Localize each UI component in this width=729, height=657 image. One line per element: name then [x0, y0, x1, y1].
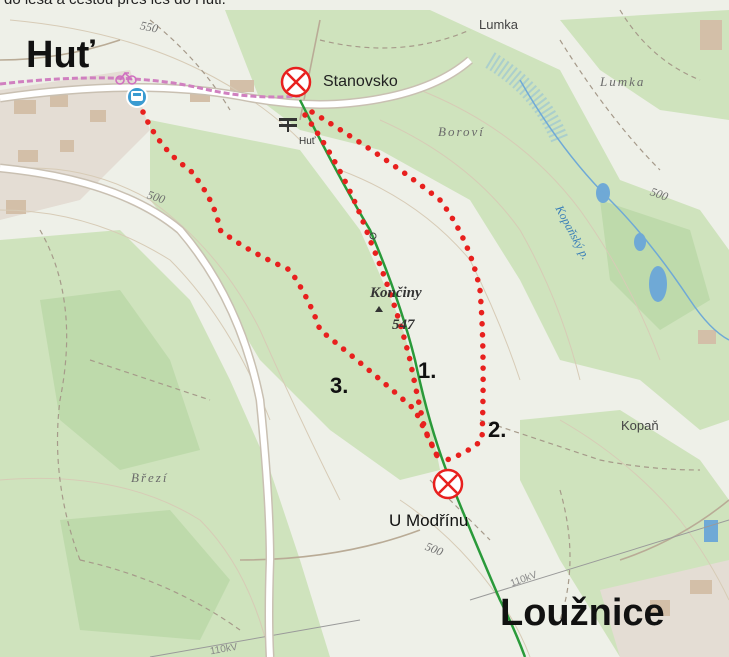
crossed-circle-icon [280, 66, 312, 98]
bicycle-icon [115, 71, 137, 85]
railway [298, 99, 527, 657]
cycle-route [0, 76, 301, 99]
route-1 [302, 112, 443, 465]
powerline [149, 519, 729, 657]
place-label-u-modrinu: U Modřínu [389, 511, 469, 530]
main-roads [0, 56, 473, 657]
peak-marker [375, 306, 383, 312]
crossed-circle-icon [432, 468, 464, 500]
bus-stop-icon [126, 86, 148, 108]
place-label-hut: Huť [26, 34, 95, 76]
place-label-lumka-village: Lumka [479, 17, 519, 32]
place-label-loznice: Loužnice [500, 592, 665, 634]
forest-tracks [39, 9, 701, 631]
dense-forest [40, 200, 710, 640]
hiking-routes [140, 109, 486, 465]
peak-elevation: 547 [392, 317, 415, 333]
route-number-3: 3. [330, 373, 349, 398]
page-caption: do lesa a cestou přes les do Huti. [4, 0, 226, 8]
place-label-kopan: Kopaň [621, 418, 659, 433]
water [485, 52, 729, 542]
rail-stop-icon [279, 118, 297, 132]
route-number-1: 1. [418, 358, 437, 383]
contour-lines [0, 19, 729, 657]
place-label-lumka-area: Lumka [600, 74, 646, 89]
place-label-brezi: Březí [131, 470, 169, 485]
peak-name: Končiny [370, 285, 422, 301]
route-2 [309, 109, 486, 465]
wayside-shrine-icon [369, 232, 377, 240]
place-label-borovi: Boroví [438, 124, 485, 139]
route-number-2: 2. [488, 417, 507, 442]
rail-stop-label: Huť [299, 136, 316, 147]
place-label-stanovsko: Stanovsko [323, 73, 398, 90]
route-3 [140, 109, 443, 465]
